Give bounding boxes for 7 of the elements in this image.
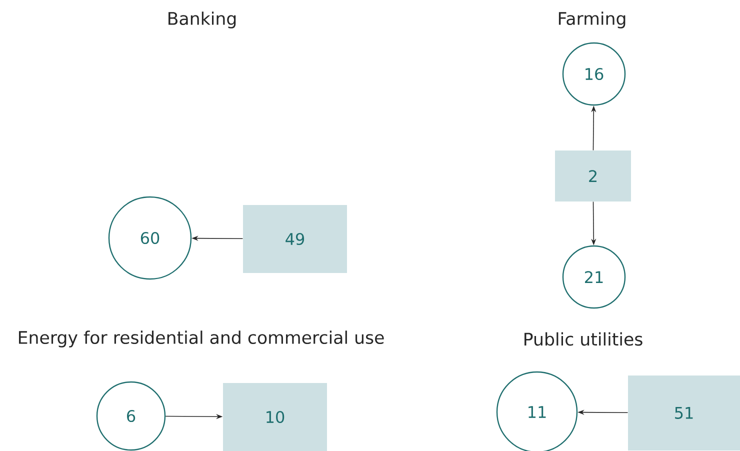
- panel-title: Banking: [168, 12, 236, 28]
- number-box: 10: [223, 383, 327, 451]
- number-box: 51: [628, 376, 740, 450]
- panel-title: Energy for residential and commercial use: [19, 330, 384, 348]
- number-box: 2: [555, 150, 631, 202]
- number-box: 49: [243, 205, 347, 273]
- panel-title: Public utilities: [524, 332, 642, 346]
